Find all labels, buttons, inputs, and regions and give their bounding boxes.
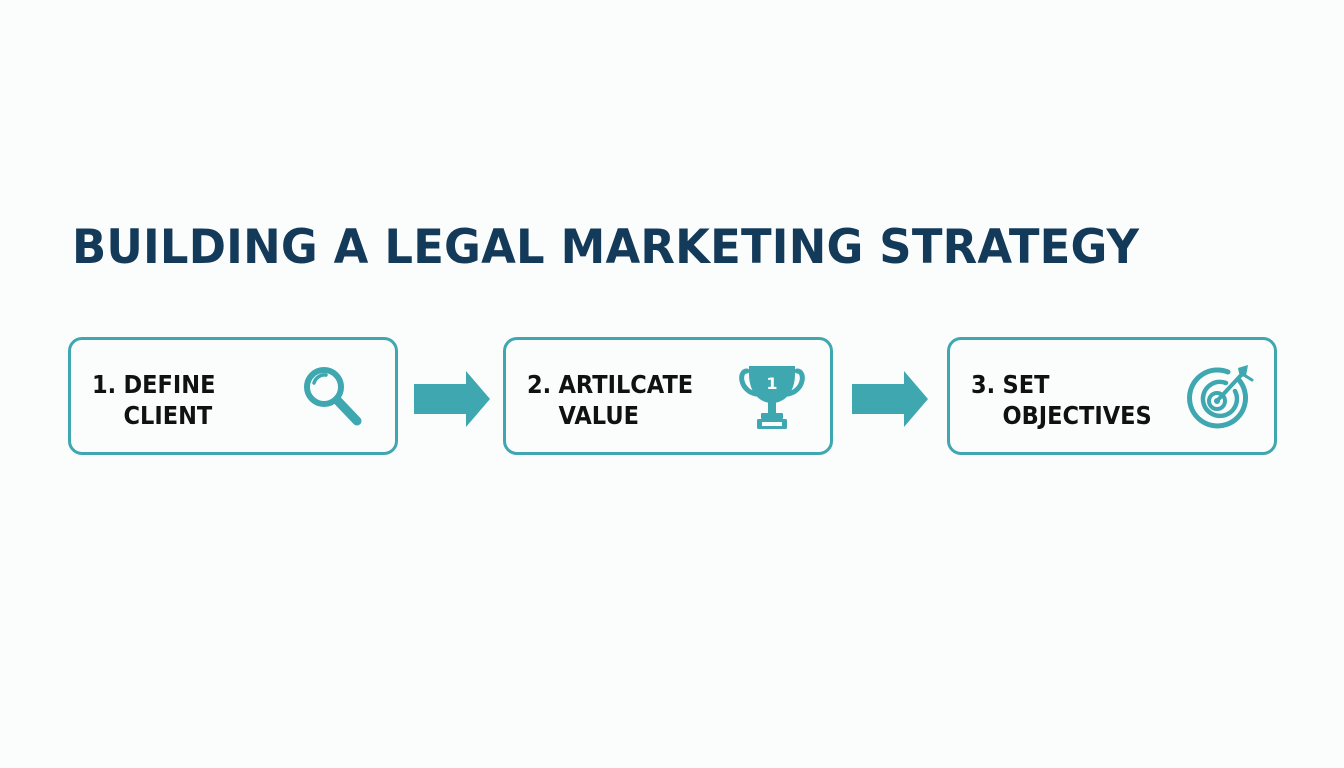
step-label: 1.DEFINE CLIENT (92, 369, 215, 431)
trophy-icon: 1 (739, 366, 805, 429)
target-icon (1187, 365, 1254, 429)
arrow-right-icon (414, 371, 490, 427)
step-label-line2: VALUE (558, 401, 639, 430)
step-label-line1: SET (1002, 370, 1050, 399)
magnifying-glass-icon (304, 367, 362, 426)
step-label: 2.ARTILCATE VALUE (527, 369, 693, 431)
step-define-client: 1.DEFINE CLIENT (68, 337, 398, 455)
step-set-objectives: 3.SET OBJECTIVES (947, 337, 1277, 455)
step-label-line1: ARTILCATE (558, 370, 694, 399)
step-label-line2: CLIENT (123, 401, 213, 430)
step-number: 2. (527, 370, 552, 399)
page-title: BUILDING A LEGAL MARKETING STRATEGY (72, 220, 1140, 275)
arrow-right-icon (852, 371, 928, 427)
step-label-line1: DEFINE (123, 370, 216, 399)
step-label-line2: OBJECTIVES (1002, 401, 1152, 430)
step-number: 1. (92, 370, 117, 399)
step-articulate-value: 2.ARTILCATE VALUE 1 (503, 337, 833, 455)
step-number: 3. (971, 370, 996, 399)
trophy-label: 1 (766, 374, 777, 393)
step-label: 3.SET OBJECTIVES (971, 369, 1152, 431)
